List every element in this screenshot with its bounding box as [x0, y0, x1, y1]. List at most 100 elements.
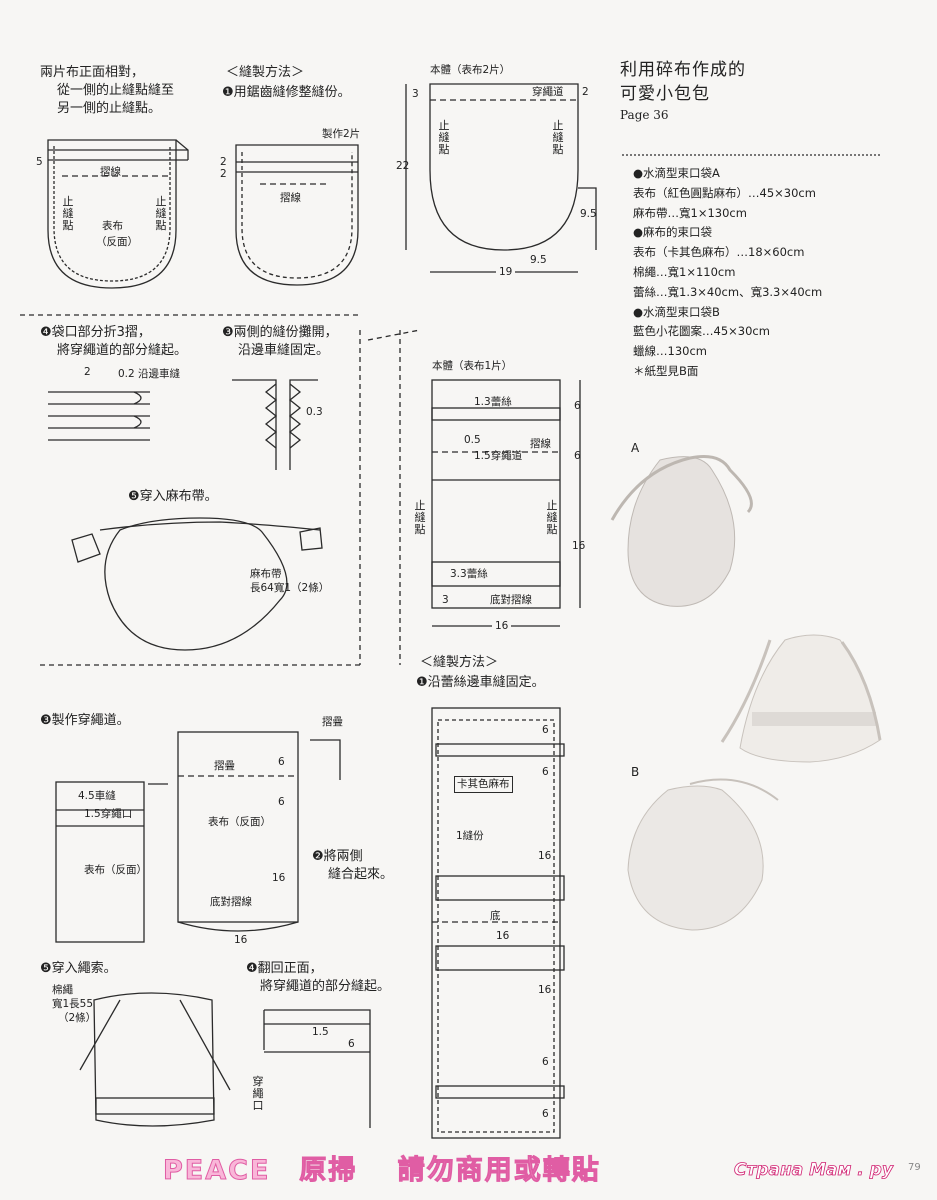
cord-pouch-drawing	[79, 992, 231, 1127]
pouch-a-photo	[610, 455, 753, 607]
material-item: 蕾絲…寬1.3×40cm、寬3.3×40cm	[633, 284, 823, 299]
fold-line-label: 摺線	[100, 166, 121, 178]
fold-mid: 摺疊	[214, 760, 235, 772]
strap-size: 長64寬1（2條）	[250, 582, 330, 594]
step2-line2: 從一側的止縫點縫至	[57, 83, 175, 98]
turn-out-diagram	[263, 1009, 371, 1128]
dim-16-c: 16	[272, 872, 286, 884]
dim-6-strip-d: 6	[542, 1108, 549, 1120]
step2-line1: 兩片布正面相對，	[40, 65, 145, 80]
fold-line-label-2: 摺線	[280, 192, 301, 204]
watermark-text: PEACE 原掃 請勿商用或轉貼	[163, 1155, 601, 1187]
fold-top: 摺疊	[322, 716, 343, 728]
materials-list: ●水滴型束口袋A 表布（紅色圓點麻布）…45×30cm 麻布帶…寬1×130cm…	[633, 164, 822, 382]
dim-2a: 2	[220, 156, 227, 168]
long-strip-pattern	[431, 707, 565, 1139]
dim-0-5: 0.5	[464, 434, 481, 446]
cord-count: （2條）	[58, 1012, 97, 1024]
dim-16-strip-b: 16	[538, 984, 552, 996]
stitch-4-5: 4.5車縫	[78, 790, 116, 802]
cord-size: 寬1長55	[52, 998, 94, 1010]
step5-cord-title: ❺穿入繩索。	[40, 961, 117, 976]
stop-point-right: 止縫點	[155, 195, 167, 232]
material-item: ●水滴型束口袋B	[633, 304, 720, 319]
cord-channel-label: 穿繩道	[532, 86, 564, 98]
sewing-method-2-step: ❶沿蕾絲邊車縫固定。	[416, 675, 545, 690]
dim-2b: 2	[220, 168, 227, 180]
sewing-method-2-title: ＜縫製方法＞	[420, 655, 499, 670]
step2-sides-1: ❷將兩側	[312, 849, 363, 864]
step2-line3: 另一側的止縫點。	[57, 101, 162, 116]
step3-line1: ❸兩側的縫份攤開，	[222, 325, 338, 340]
sewing-method-title: ＜縫製方法＞	[226, 65, 305, 80]
step4-line1: ❹袋口部分折3摺，	[40, 325, 151, 340]
dim-1-5-turn: 1.5	[312, 1026, 329, 1038]
dim-6-strip-c: 6	[542, 1056, 549, 1068]
step4-turn-1: ❹翻回正面，	[246, 961, 323, 976]
step4-turn-2: 將穿繩道的部分縫起。	[260, 979, 391, 994]
stop-point-body-right: 止縫點	[552, 119, 564, 156]
dim-6-strip-a: 6	[542, 724, 549, 736]
dim-6-b: 6	[574, 450, 581, 462]
pouch-b-photo	[627, 778, 779, 931]
lace-1-3: 1.3蕾絲	[474, 396, 512, 408]
step2-sides-2: 縫合起來。	[328, 867, 394, 882]
step4-line2: 將穿繩道的部分縫起。	[57, 343, 188, 358]
fabric-reverse-label: （反面）	[96, 236, 138, 248]
stop-b-right: 止縫點	[546, 499, 558, 536]
site-watermark: Страна Мам . ру	[734, 1160, 894, 1181]
dim-16-w: 16	[492, 620, 512, 633]
dim-6-turn: 6	[348, 1038, 355, 1050]
channel-1-5: 1.5穿繩道	[474, 450, 523, 462]
dim-6-d: 6	[278, 796, 285, 808]
dim-16-width-strip: 16	[496, 930, 510, 942]
fabric-reverse-b: 表布（反面）	[208, 816, 271, 828]
dim-3: 3	[412, 88, 419, 100]
fold-3-diagram	[48, 391, 150, 441]
khaki-linen-label: 卡其色麻布	[454, 776, 513, 793]
material-item: 蠟線…130cm	[633, 344, 707, 359]
dim-22: 22	[396, 160, 410, 172]
page-number: 79	[908, 1162, 921, 1173]
material-item: 表布（紅色圓點麻布）…45×30cm	[633, 185, 816, 200]
body-label: 本體（表布2片）	[430, 64, 511, 76]
fabric-reverse-a: 表布（反面）	[84, 864, 147, 876]
photo-label-b: B	[631, 765, 640, 779]
dim-0-3: 0.3	[306, 406, 323, 418]
dim-2: 2	[582, 86, 589, 98]
title-line-2: 可愛小包包	[620, 84, 710, 104]
title-line-1: 利用碎布作成的	[620, 60, 746, 80]
dim-3-b: 3	[442, 594, 449, 606]
bottom-label: 底	[490, 910, 501, 922]
dim-5: 5	[36, 156, 43, 168]
dim-16-d: 16	[234, 934, 248, 946]
stop-point-body-left: 止縫點	[438, 119, 450, 156]
material-item: ●麻布的束口袋	[633, 225, 713, 240]
step5-ribbon-title: ❺穿入麻布帶。	[128, 489, 218, 504]
material-item: ●水滴型束口袋A	[633, 166, 720, 180]
dim-19: 19	[496, 266, 516, 279]
sewing-method-step1: ❶用鋸齒縫修整縫份。	[222, 85, 351, 100]
material-item: 麻布帶…寬1×130cm	[633, 205, 747, 220]
linen-pouch-photo	[720, 634, 882, 763]
dim-6-c: 6	[278, 756, 285, 768]
body-rectangle-pattern	[431, 379, 581, 627]
cord-name: 棉繩	[52, 984, 73, 996]
bottom-fold-c: 底對摺線	[210, 896, 252, 908]
strap-label: 麻布帶	[250, 568, 282, 580]
dim-9-5-a: 9.5	[580, 208, 597, 220]
dim-9-5-b: 9.5	[530, 254, 547, 266]
page-reference: Page 36	[620, 108, 669, 122]
step3-channel-title: ❸製作穿繩道。	[40, 713, 130, 728]
stop-b-left: 止縫點	[414, 499, 426, 536]
make-2-label: 製作2片	[322, 128, 361, 140]
dim-16-h: 16	[572, 540, 586, 552]
opening-1-5: 1.5穿繩口	[84, 808, 133, 820]
material-item: 藍色小花圖案…45×30cm	[633, 324, 770, 339]
photo-label-a: A	[631, 441, 640, 455]
ribbon-pouch-drawing	[71, 517, 323, 651]
pouch-zigzag-diagram	[235, 144, 359, 286]
pouch-sewn-diagram	[47, 139, 189, 289]
cord-opening: 穿繩口	[252, 1075, 264, 1112]
